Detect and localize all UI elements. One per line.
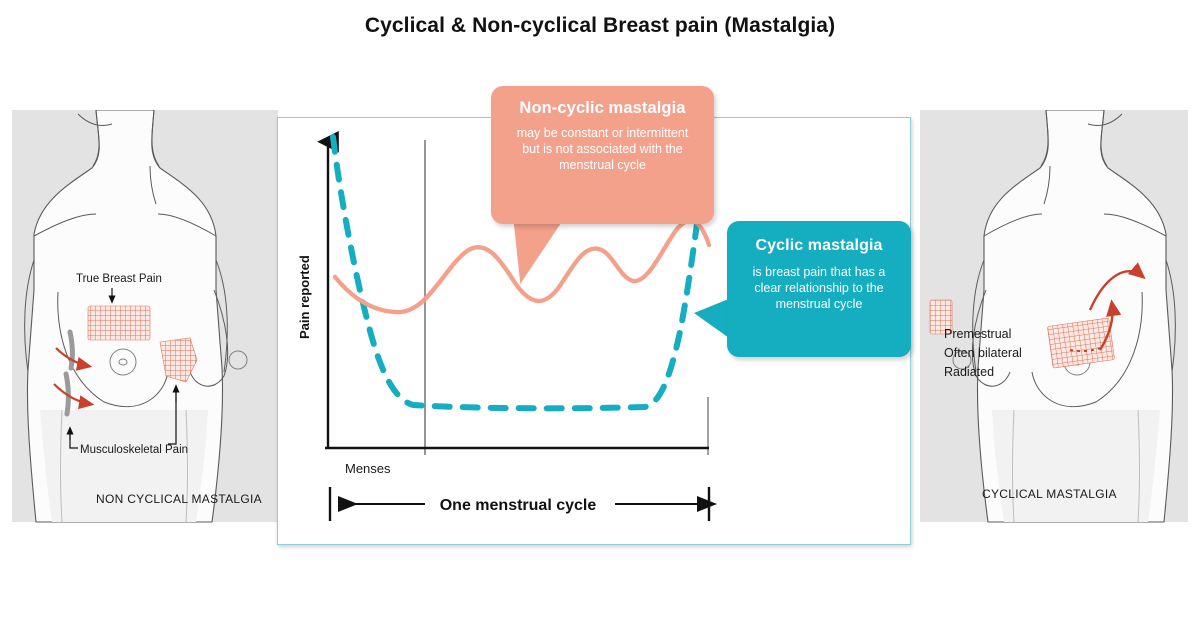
breast-contour-left — [57, 291, 169, 408]
anatomy-panel-non-cyclical: True Breast Pain Musculoskeletal Pain NO… — [0, 110, 290, 550]
pain-patch-breast — [1047, 317, 1115, 369]
chin-line — [1087, 113, 1123, 127]
abdomen-shade — [992, 410, 1160, 522]
series-cyclic-mastalgia — [330, 134, 708, 412]
flank-line-left — [60, 409, 63, 523]
anatomy-panel-cyclical: Premestrual Often bilateral Radiated CYC… — [910, 110, 1200, 550]
areola-right — [228, 350, 248, 370]
pain-direction-arrows — [53, 347, 95, 410]
sternum-notch — [1043, 165, 1051, 205]
flank-line-right — [1012, 409, 1015, 523]
breast-contour-left — [1031, 291, 1143, 408]
callout-non-cyclic-line2: but is not associated with the — [522, 142, 683, 156]
caption-non-cyclical-mastalgia: NON CYCLICAL MASTALGIA — [96, 492, 262, 506]
label-often-bilateral: Often bilateral — [944, 346, 1022, 360]
radiating-arrows — [1069, 262, 1146, 353]
arm-right — [972, 259, 985, 373]
x-axis-title: One menstrual cycle — [440, 497, 597, 514]
shoulder-left — [33, 213, 97, 237]
callout-cyclic-title: Cyclic mastalgia — [755, 237, 883, 254]
nipple-left — [118, 358, 128, 366]
arm-right — [215, 259, 228, 373]
arm-left — [24, 259, 35, 373]
breast-contour-right — [971, 289, 1011, 387]
shoulder-right — [157, 213, 217, 237]
leader-lateral-elbow — [168, 388, 177, 445]
callout-cyclic-line2: clear relationship to the — [754, 281, 884, 295]
neck-line-left — [1100, 110, 1108, 167]
flank-line-left — [1137, 409, 1140, 523]
mastalgia-pain-chart: Pain reported Menses One menstrual cycle — [297, 131, 717, 521]
callout-non-cyclic-title: Non-cyclic mastalgia — [519, 99, 686, 117]
non-cyclical-illustration: True Breast Pain Musculoskeletal Pain NO… — [0, 110, 290, 550]
cycle-span-indicator: One menstrual cycle — [328, 487, 717, 521]
pain-patch-true-breast — [87, 305, 151, 341]
neck-line-left — [92, 110, 100, 167]
pain-patch-lateral — [159, 337, 198, 383]
callout-cyclic-mastalgia[interactable]: Cyclic mastalgia is breast pain that has… — [727, 221, 911, 357]
callout-cyclic-line1: is breast pain that has a — [752, 265, 886, 279]
x-tick-menses: Menses — [345, 461, 391, 476]
cyclical-illustration: Premestrual Often bilateral Radiated CYC… — [910, 110, 1200, 550]
series-non-cyclic-mastalgia — [332, 218, 712, 315]
areola-left — [109, 348, 137, 376]
areola-far — [952, 350, 972, 370]
callout-non-cyclic-line1: may be constant or intermittent — [516, 126, 689, 140]
y-axis-title: Pain reported — [297, 255, 312, 339]
label-musculoskeletal-pain: Musculoskeletal Pain — [80, 444, 188, 456]
callout-non-cyclic-mastalgia[interactable]: Non-cyclic mastalgia may be constant or … — [491, 86, 714, 224]
shoulder-left — [1103, 213, 1167, 237]
page-title: Cyclical & Non-cyclical Breast pain (Mas… — [364, 14, 836, 37]
caption-cyclical-mastalgia: CYCLICAL MASTALGIA — [982, 487, 1117, 501]
pain-patch-far-breast — [929, 299, 953, 335]
arm-left — [1165, 259, 1176, 373]
callout-non-cyclic-body: may be constant or intermittent but is n… — [491, 118, 714, 173]
label-true-breast-pain: True Breast Pain — [76, 273, 162, 285]
abdomen-shade — [40, 410, 208, 522]
neck-line-right — [151, 110, 160, 167]
neck-line-right — [1040, 110, 1049, 167]
sternum-notch — [149, 165, 157, 205]
shoulder-right — [983, 213, 1043, 237]
breast-contour-right — [189, 289, 229, 387]
torso-figure — [952, 110, 1176, 523]
label-premestrual: Premestrual — [944, 327, 1011, 341]
chin-line — [77, 113, 113, 127]
callout-non-cyclic-line3: menstrual cycle — [559, 158, 646, 172]
label-radiated: Radiated — [944, 365, 994, 379]
callout-cyclic-body: is breast pain that has a clear relation… — [727, 255, 911, 312]
callout-cyclic-line3: menstrual cycle — [775, 297, 863, 311]
flank-line-right — [185, 409, 188, 523]
